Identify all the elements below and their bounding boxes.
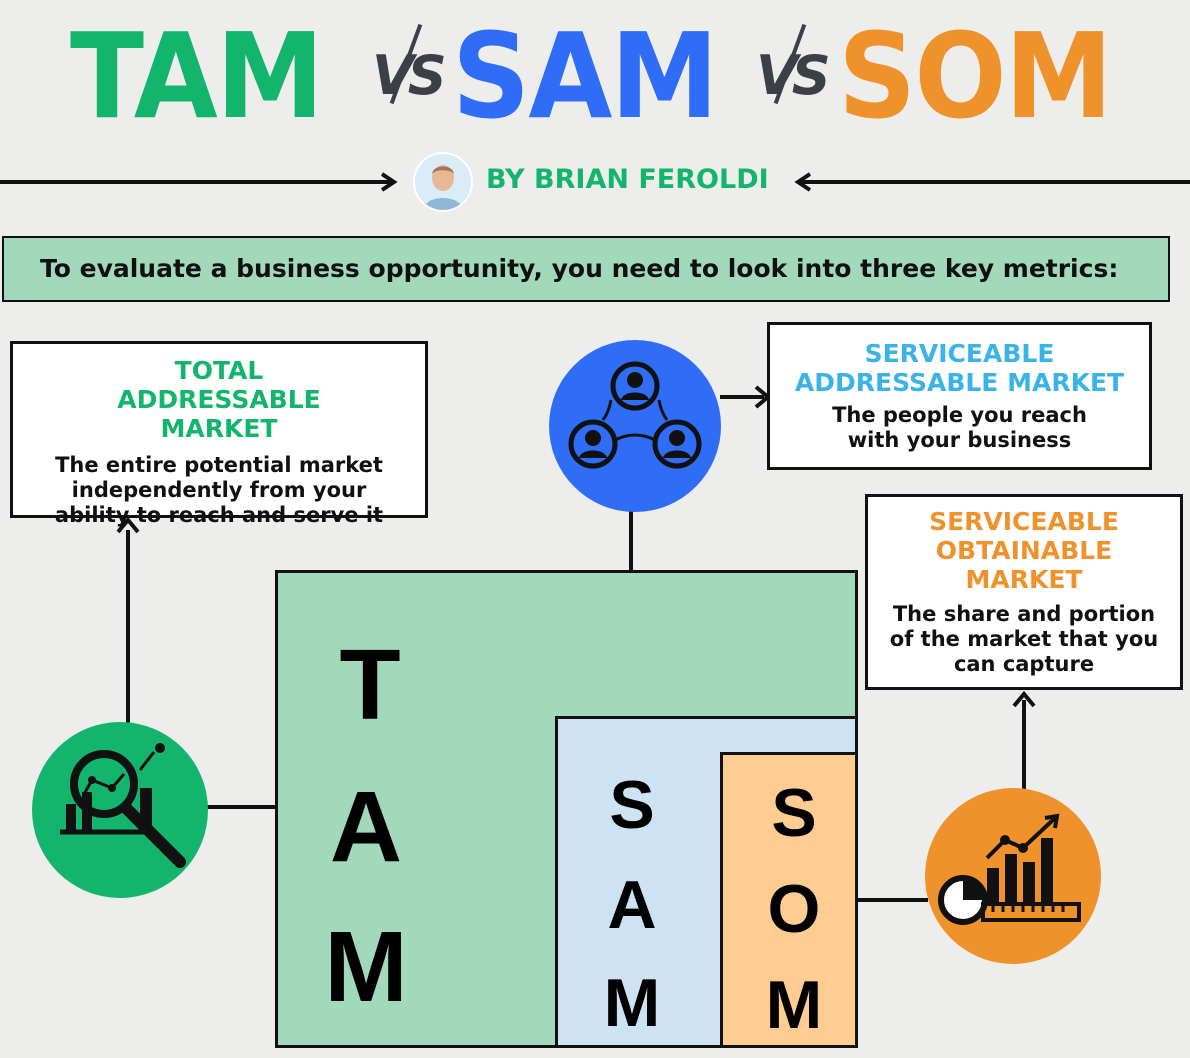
card-som-body: The share and portion of the market that… — [889, 602, 1159, 676]
card-tam-heading: TOTAL ADDRESSABLE MARKET — [117, 356, 321, 443]
vs-label-1: VS — [372, 44, 447, 107]
title-som: SOM — [838, 7, 1113, 145]
tam-letter-2: A — [329, 771, 403, 883]
connector-sam-horizontal — [720, 395, 764, 399]
card-som-heading: SERVICEABLE OBTAINABLE MARKET — [929, 507, 1119, 594]
title-tam: TAM — [70, 7, 324, 145]
connector-som-horizontal — [856, 898, 928, 902]
arrow-up-som — [1012, 690, 1036, 708]
intro-banner: To evaluate a business opportunity, you … — [2, 236, 1170, 302]
tam-letter-3: M — [324, 911, 408, 1023]
sam-letter-1: S — [609, 767, 655, 843]
som-letter-2: O — [767, 871, 821, 947]
intro-text: To evaluate a business opportunity, you … — [40, 254, 1119, 283]
left-arrow — [0, 172, 398, 192]
card-sam: SERVICEABLE ADDRESSABLE MARKET The peopl… — [767, 322, 1152, 470]
som-letter-1: S — [771, 775, 817, 851]
sam-letter-2: A — [607, 867, 657, 943]
card-sam-heading: SERVICEABLE ADDRESSABLE MARKET — [794, 339, 1125, 397]
tam-letter-1: T — [339, 629, 401, 741]
title-sam: SAM — [452, 7, 719, 145]
people-network-icon — [549, 340, 721, 512]
right-arrow — [794, 172, 1190, 192]
magnifier-chart-icon — [32, 722, 208, 898]
vs-label-2: VS — [756, 44, 831, 107]
card-tam-body: The entire potential market independentl… — [54, 453, 384, 527]
author-avatar — [413, 152, 473, 212]
sam-letter-3: M — [603, 965, 661, 1041]
card-som: SERVICEABLE OBTAINABLE MARKET The share … — [865, 494, 1183, 690]
connector-tam-horizontal — [206, 805, 278, 809]
som-letter-3: M — [765, 967, 823, 1043]
card-tam: TOTAL ADDRESSABLE MARKET The entire pote… — [10, 341, 428, 527]
connector-tam-vertical — [126, 530, 130, 726]
card-sam-body: The people you reach with your business — [832, 403, 1087, 452]
arrow-up-tam — [116, 516, 140, 534]
som-block — [720, 752, 858, 1048]
connector-som-vertical — [1022, 700, 1026, 790]
growth-chart-icon — [925, 788, 1101, 964]
byline: BY BRIAN FEROLDI — [486, 164, 769, 195]
